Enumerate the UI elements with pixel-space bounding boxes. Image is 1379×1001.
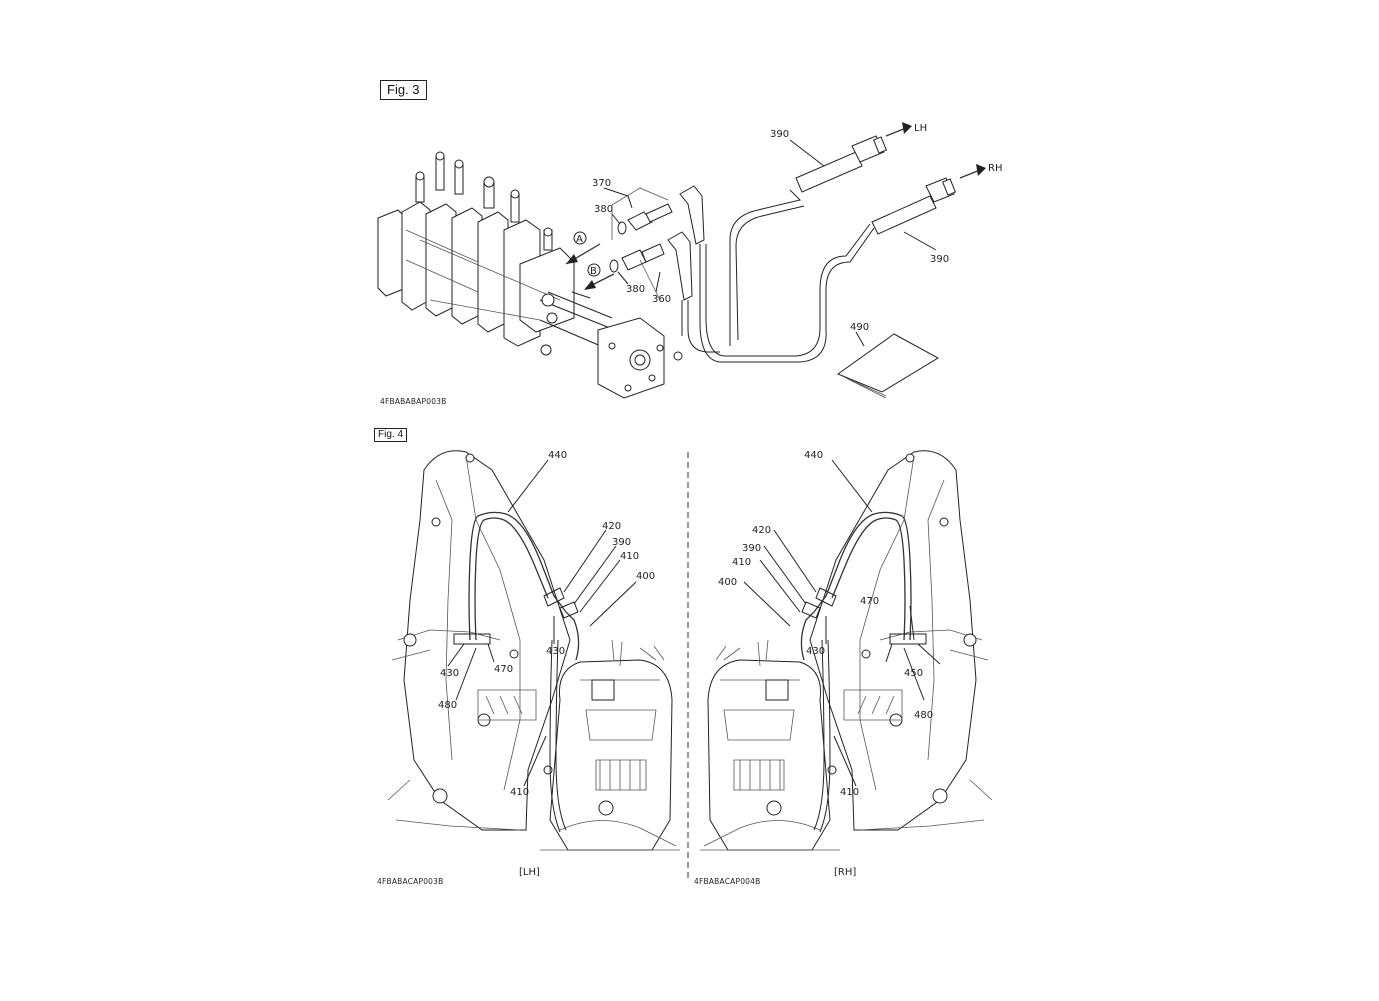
rh-callout-440: 440	[804, 450, 823, 461]
fittings	[609, 185, 705, 301]
lh-callout-430-right: 430	[546, 646, 565, 657]
rh-callout-430: 430	[806, 646, 825, 657]
hose-routing-lh	[453, 511, 580, 833]
rh-callout-470: 470	[860, 596, 879, 607]
direction-lh-label: LH	[914, 123, 927, 134]
lh-callout-430-left: 430	[440, 668, 459, 679]
callout-380-upper: 380	[594, 204, 613, 215]
port-b-label: B	[590, 266, 597, 277]
fig3-image-code: 4FBABABAP003B	[380, 397, 447, 406]
lh-callout-440: 440	[548, 450, 567, 461]
fig4-rh-callouts: 440 420 390 410 400 430 470 450 480 410	[718, 450, 933, 798]
fig4-right-side-label: [RH]	[834, 867, 857, 878]
lh-callout-410-upper: 410	[620, 551, 639, 562]
fig4-right-image-code: 4FBABACAP004B	[694, 877, 761, 886]
callout-390-lower: 390	[930, 254, 949, 265]
rh-callout-410-upper: 410	[732, 557, 751, 568]
valve-spools	[415, 151, 553, 251]
fig4-left-image-code: 4FBABACAP003B	[377, 877, 444, 886]
fig4-left-side-label: [LH]	[519, 867, 540, 878]
rh-callout-390: 390	[742, 543, 761, 554]
fig4-title: Fig. 4	[374, 428, 408, 442]
lh-callout-470: 470	[494, 664, 513, 675]
hoses	[681, 122, 986, 363]
fig4-lh-callouts: 440 420 390 410 400 430 430 470 480 410	[438, 450, 655, 798]
callout-370: 370	[592, 178, 611, 189]
port-arrows	[565, 231, 615, 290]
callout-380-lower: 380	[626, 284, 645, 295]
rh-callout-410-lower: 410	[840, 787, 859, 798]
control-valve-assembly	[377, 151, 683, 399]
fig3-callouts: 370 380 380 360 390 390 490 A B LH RH	[576, 123, 1002, 333]
manual-sheet	[836, 333, 940, 399]
lh-callout-390: 390	[612, 537, 631, 548]
callout-360: 360	[652, 294, 671, 305]
callout-390-upper: 390	[770, 129, 789, 140]
lh-callout-400: 400	[636, 571, 655, 582]
lh-callout-480: 480	[438, 700, 457, 711]
fig4-lh-leaders	[447, 459, 637, 787]
lh-callout-410-lower: 410	[510, 787, 529, 798]
loader-frame-rh	[700, 450, 993, 851]
fig3-leaders	[603, 139, 937, 347]
port-a-label: A	[576, 234, 583, 245]
rh-callout-480: 480	[914, 710, 933, 721]
rh-callout-450: 450	[904, 668, 923, 679]
rh-callout-420: 420	[752, 525, 771, 536]
loader-frame-lh	[387, 450, 680, 851]
callout-490: 490	[850, 322, 869, 333]
lh-callout-420: 420	[602, 521, 621, 532]
rh-callout-400: 400	[718, 577, 737, 588]
fig3-title: Fig. 3	[380, 80, 427, 100]
direction-rh-label: RH	[988, 163, 1002, 174]
